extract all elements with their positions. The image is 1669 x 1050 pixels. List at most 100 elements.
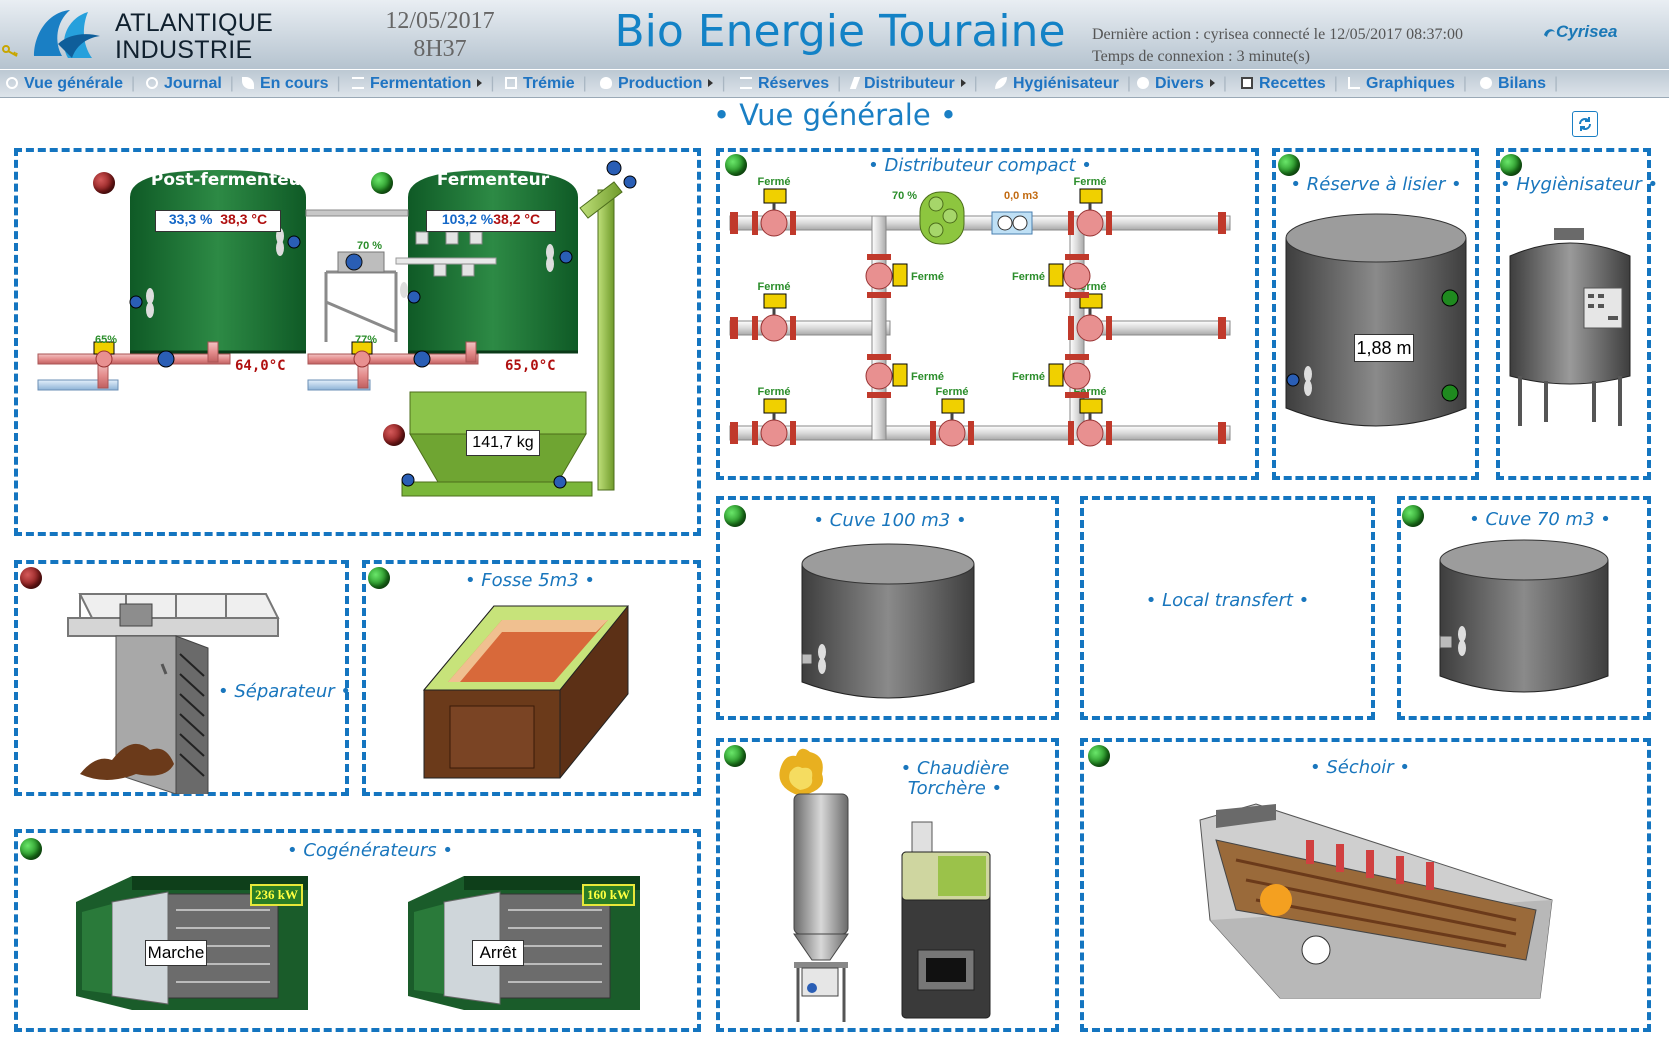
distributeur-riser-valve-4[interactable] [1048,354,1091,398]
distributeur-valve-2[interactable] [1068,188,1112,237]
reserve-lisier-title: • Réserve à lisier • [1290,174,1462,195]
clock-icon [146,77,158,89]
nav-reserves[interactable]: Réserves| [740,74,841,94]
cuve70-tank[interactable] [1436,536,1616,706]
valve-state-label: Fermé [1073,176,1106,188]
chaudiere-boiler[interactable] [898,820,994,1020]
fosse-panel[interactable] [362,560,701,796]
nav-distributeur[interactable]: Distributeur| [849,74,978,94]
pump-icon[interactable] [413,350,431,368]
distributeur-valve-3[interactable] [752,293,796,342]
nav-label: Bilans [1498,75,1547,92]
app-title: Bio Energie Touraine [614,6,1066,57]
post-fermenteur-valve-pct: 65% [95,334,118,346]
mixer-pct: 70 % [357,240,383,252]
header-bar: ATLANTIQUE INDUSTRIE 12/05/2017 8H37 Bio… [0,0,1669,69]
atlantique-logo-icon [34,10,100,58]
cuve100-panel[interactable] [716,496,1059,720]
valve-state-label: Fermé [1012,371,1045,383]
fermenteur-status-led [371,172,393,194]
company-line1: ATLANTIQUE [115,9,274,37]
agitator-icon[interactable] [546,244,573,272]
agitator-icon[interactable] [129,288,154,318]
brand-name: Cyrisea [1556,22,1618,41]
agitator-icon[interactable] [400,282,421,304]
cogenerator-2-state[interactable]: Arrêt [472,940,524,966]
flame-icon [600,77,612,89]
reserve-lisier-tank[interactable] [1280,208,1476,448]
compact-pump-pct: 70 % [892,190,918,202]
sechoir-dryer[interactable] [1196,800,1556,1000]
cogenerateurs-panel[interactable] [14,829,701,1032]
separateur-diagram [67,593,280,794]
distributeur-riser-valve-1[interactable] [865,254,908,298]
nav-label: Hygiénisateur [1013,75,1119,92]
nav-label: Divers [1155,75,1204,92]
cogenerateurs-title: • Cogénérateurs • [287,840,453,861]
nav-graphiques[interactable]: Graphiques| [1348,74,1467,94]
last-action: Dernière action : cyrisea connecté le 12… [1092,26,1463,43]
cuve100-tank[interactable] [798,542,982,710]
distributeur-panel[interactable] [716,148,1259,480]
distributeur-valve-5[interactable] [752,398,796,447]
valve-state-label: Fermé [935,386,968,398]
fermenteur-level: 103,2 % [441,211,494,227]
chaudiere-status-led [724,745,746,767]
nav-vue-generale[interactable]: Vue générale| [6,74,135,94]
nav-tremie[interactable]: Trémie| [505,74,587,94]
local-transfert-panel[interactable] [1080,496,1375,720]
distributeur-riser-valve-2[interactable] [1048,254,1091,298]
nav-production[interactable]: Production| [600,74,726,94]
nav-bilans[interactable]: Bilans| [1480,74,1558,94]
post-fermenteur-status-led [93,172,115,194]
mixer-motor-icon[interactable] [345,253,363,271]
refresh-button[interactable] [1572,111,1598,137]
distributeur-valve-4[interactable] [1068,293,1112,342]
cuve100-status-led [724,505,746,527]
distributeur-valve-7[interactable] [1068,398,1112,447]
pump-icon[interactable] [157,350,175,368]
nav-divers[interactable]: Divers| [1137,74,1227,94]
company-line2: INDUSTRIE [115,36,253,64]
nav-en-cours[interactable]: En cours| [242,74,341,94]
flowmeter-icon[interactable] [991,211,1033,235]
post-fermenteur-tank[interactable] [130,170,306,354]
separateur-panel[interactable] [14,560,349,796]
nav-hygienisateur[interactable]: Hygiénisateur| [995,74,1131,94]
refresh-icon [1579,117,1591,131]
submenu-arrow-icon [477,79,483,87]
post-fermenteur-temp: 38,3 °C [220,211,268,227]
distributeur-valve-6[interactable] [930,398,974,447]
sechoir-panel[interactable] [1080,738,1651,1032]
reserve-lisier-level: 1,88 m [1354,334,1414,362]
fosse-tank[interactable] [420,602,636,782]
hopper-icon [505,77,517,89]
nav-label: En cours [260,75,329,92]
tremie-status-led [383,424,405,446]
chaudiere-title-line2: Torchère • [907,778,1003,799]
connection-time: Temps de connexion : 3 minute(s) [1092,48,1310,65]
torchere-silo[interactable] [790,790,854,1026]
cuve70-panel[interactable] [1397,496,1651,720]
cuve70-title: • Cuve 70 m3 • [1469,509,1611,530]
fermentation-panel[interactable] [14,148,701,536]
nav-fermentation[interactable]: Fermentation| [352,74,495,94]
nav-recettes[interactable]: Recettes| [1241,74,1338,94]
hygienisateur-tank[interactable] [1506,226,1634,430]
valve-actuator-icon[interactable] [351,341,373,368]
distributeur-riser-valve-3[interactable] [865,354,908,398]
valve-actuator-icon[interactable] [93,341,115,368]
compact-pump[interactable] [919,191,965,245]
key-icon[interactable] [2,44,20,58]
nav-journal[interactable]: Journal| [146,74,234,94]
chaudiere-panel[interactable] [716,738,1059,1032]
distributeur-valve-1[interactable] [752,188,796,237]
hygienisateur-panel[interactable] [1496,148,1651,480]
reserve-lisier-panel[interactable] [1272,148,1479,480]
post-fermenteur-readout: 33,3 % 38,3 °C [155,210,281,232]
nav-label: Recettes [1259,75,1326,92]
cogenerator-1-state[interactable]: Marche [145,940,207,966]
agitator-icon[interactable] [276,228,301,256]
nav-label: Production [618,75,703,92]
